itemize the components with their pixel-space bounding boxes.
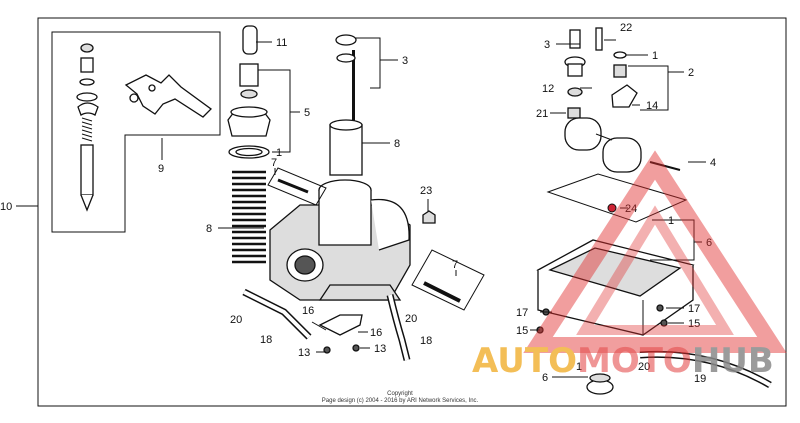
callout-24: 24 [625, 203, 637, 215]
throttle-slide [329, 34, 363, 176]
callout-16-right: 16 [370, 327, 382, 339]
callout-13-right: 13 [374, 343, 386, 355]
callout-12: 12 [542, 83, 554, 95]
callout-16-left: 16 [302, 305, 314, 317]
callout-9: 9 [158, 163, 164, 175]
callout-15-left: 15 [516, 325, 528, 337]
callout-19: 19 [694, 373, 706, 385]
watermark-triangle [523, 150, 787, 353]
subassembly-frame-9 [51, 31, 221, 233]
callout-labels: 10 11 5 1 3 8 9 7 8 23 7 20 18 16 16 13 … [0, 22, 716, 385]
watermark-text-moto: MOTO [577, 341, 692, 381]
callout-8-spring: 8 [206, 223, 212, 235]
callout-15-right: 15 [688, 318, 700, 330]
drain-screw [422, 210, 436, 224]
leader-lines [16, 37, 706, 378]
callout-1-top: 1 [652, 50, 658, 62]
watermark-text-auto: AUTO [472, 341, 577, 381]
float-valve-group [564, 27, 638, 119]
callout-6-bottom: 6 [542, 372, 548, 384]
callout-3-right: 3 [544, 39, 550, 51]
callout-6-bowl: 6 [706, 237, 712, 249]
callout-10: 10 [0, 201, 12, 213]
callout-18-left: 18 [260, 334, 272, 346]
callout-21: 21 [536, 108, 548, 120]
callout-7-right: 7 [452, 259, 458, 271]
callout-20-left: 20 [230, 314, 242, 326]
floats [564, 117, 642, 173]
callout-20-right: 20 [638, 361, 650, 373]
callout-1-bottom: 1 [576, 361, 582, 373]
callout-7-left: 7 [271, 157, 277, 169]
bowl-gasket [546, 173, 688, 223]
automotohub-watermark: AUTOMOTOHUB [472, 150, 787, 381]
callout-20-mid: 20 [405, 313, 417, 325]
callout-18-right: 18 [420, 335, 432, 347]
callout-5: 5 [304, 107, 310, 119]
watermark-text-hub: HUB [692, 341, 774, 381]
throttle-lever [124, 74, 212, 118]
throttle-linkage-group [76, 43, 212, 212]
carburetor-body [269, 179, 411, 301]
callout-11: 11 [276, 37, 287, 49]
pilot-screw-group-left [267, 167, 327, 206]
float-bowl [536, 239, 695, 336]
bracket [318, 314, 363, 336]
callout-22: 22 [620, 22, 632, 34]
callout-17-right: 17 [688, 303, 700, 315]
callout-4: 4 [710, 157, 716, 169]
callout-8-slide: 8 [394, 138, 400, 150]
callout-1-left: 1 [276, 147, 282, 159]
callout-23: 23 [420, 185, 432, 197]
adjuster-stack [227, 25, 271, 159]
float-pin [649, 161, 681, 171]
pilot-screw-group-right [411, 249, 485, 311]
callout-17-left: 17 [516, 307, 528, 319]
copyright-line-2: Page design (c) 2004 - 2016 by ARI Netwo… [322, 398, 479, 404]
outer-frame [37, 17, 787, 407]
callout-2: 2 [688, 67, 694, 79]
callout-1-bowl: 1 [668, 215, 674, 227]
callout-13-left: 13 [298, 347, 310, 359]
watermark-text: AUTOMOTOHUB [472, 341, 774, 381]
spring-left [232, 170, 266, 264]
callout-14: 14 [646, 100, 658, 112]
callout-3-left: 3 [402, 55, 408, 67]
copyright-line-1: Copyright [387, 391, 413, 397]
